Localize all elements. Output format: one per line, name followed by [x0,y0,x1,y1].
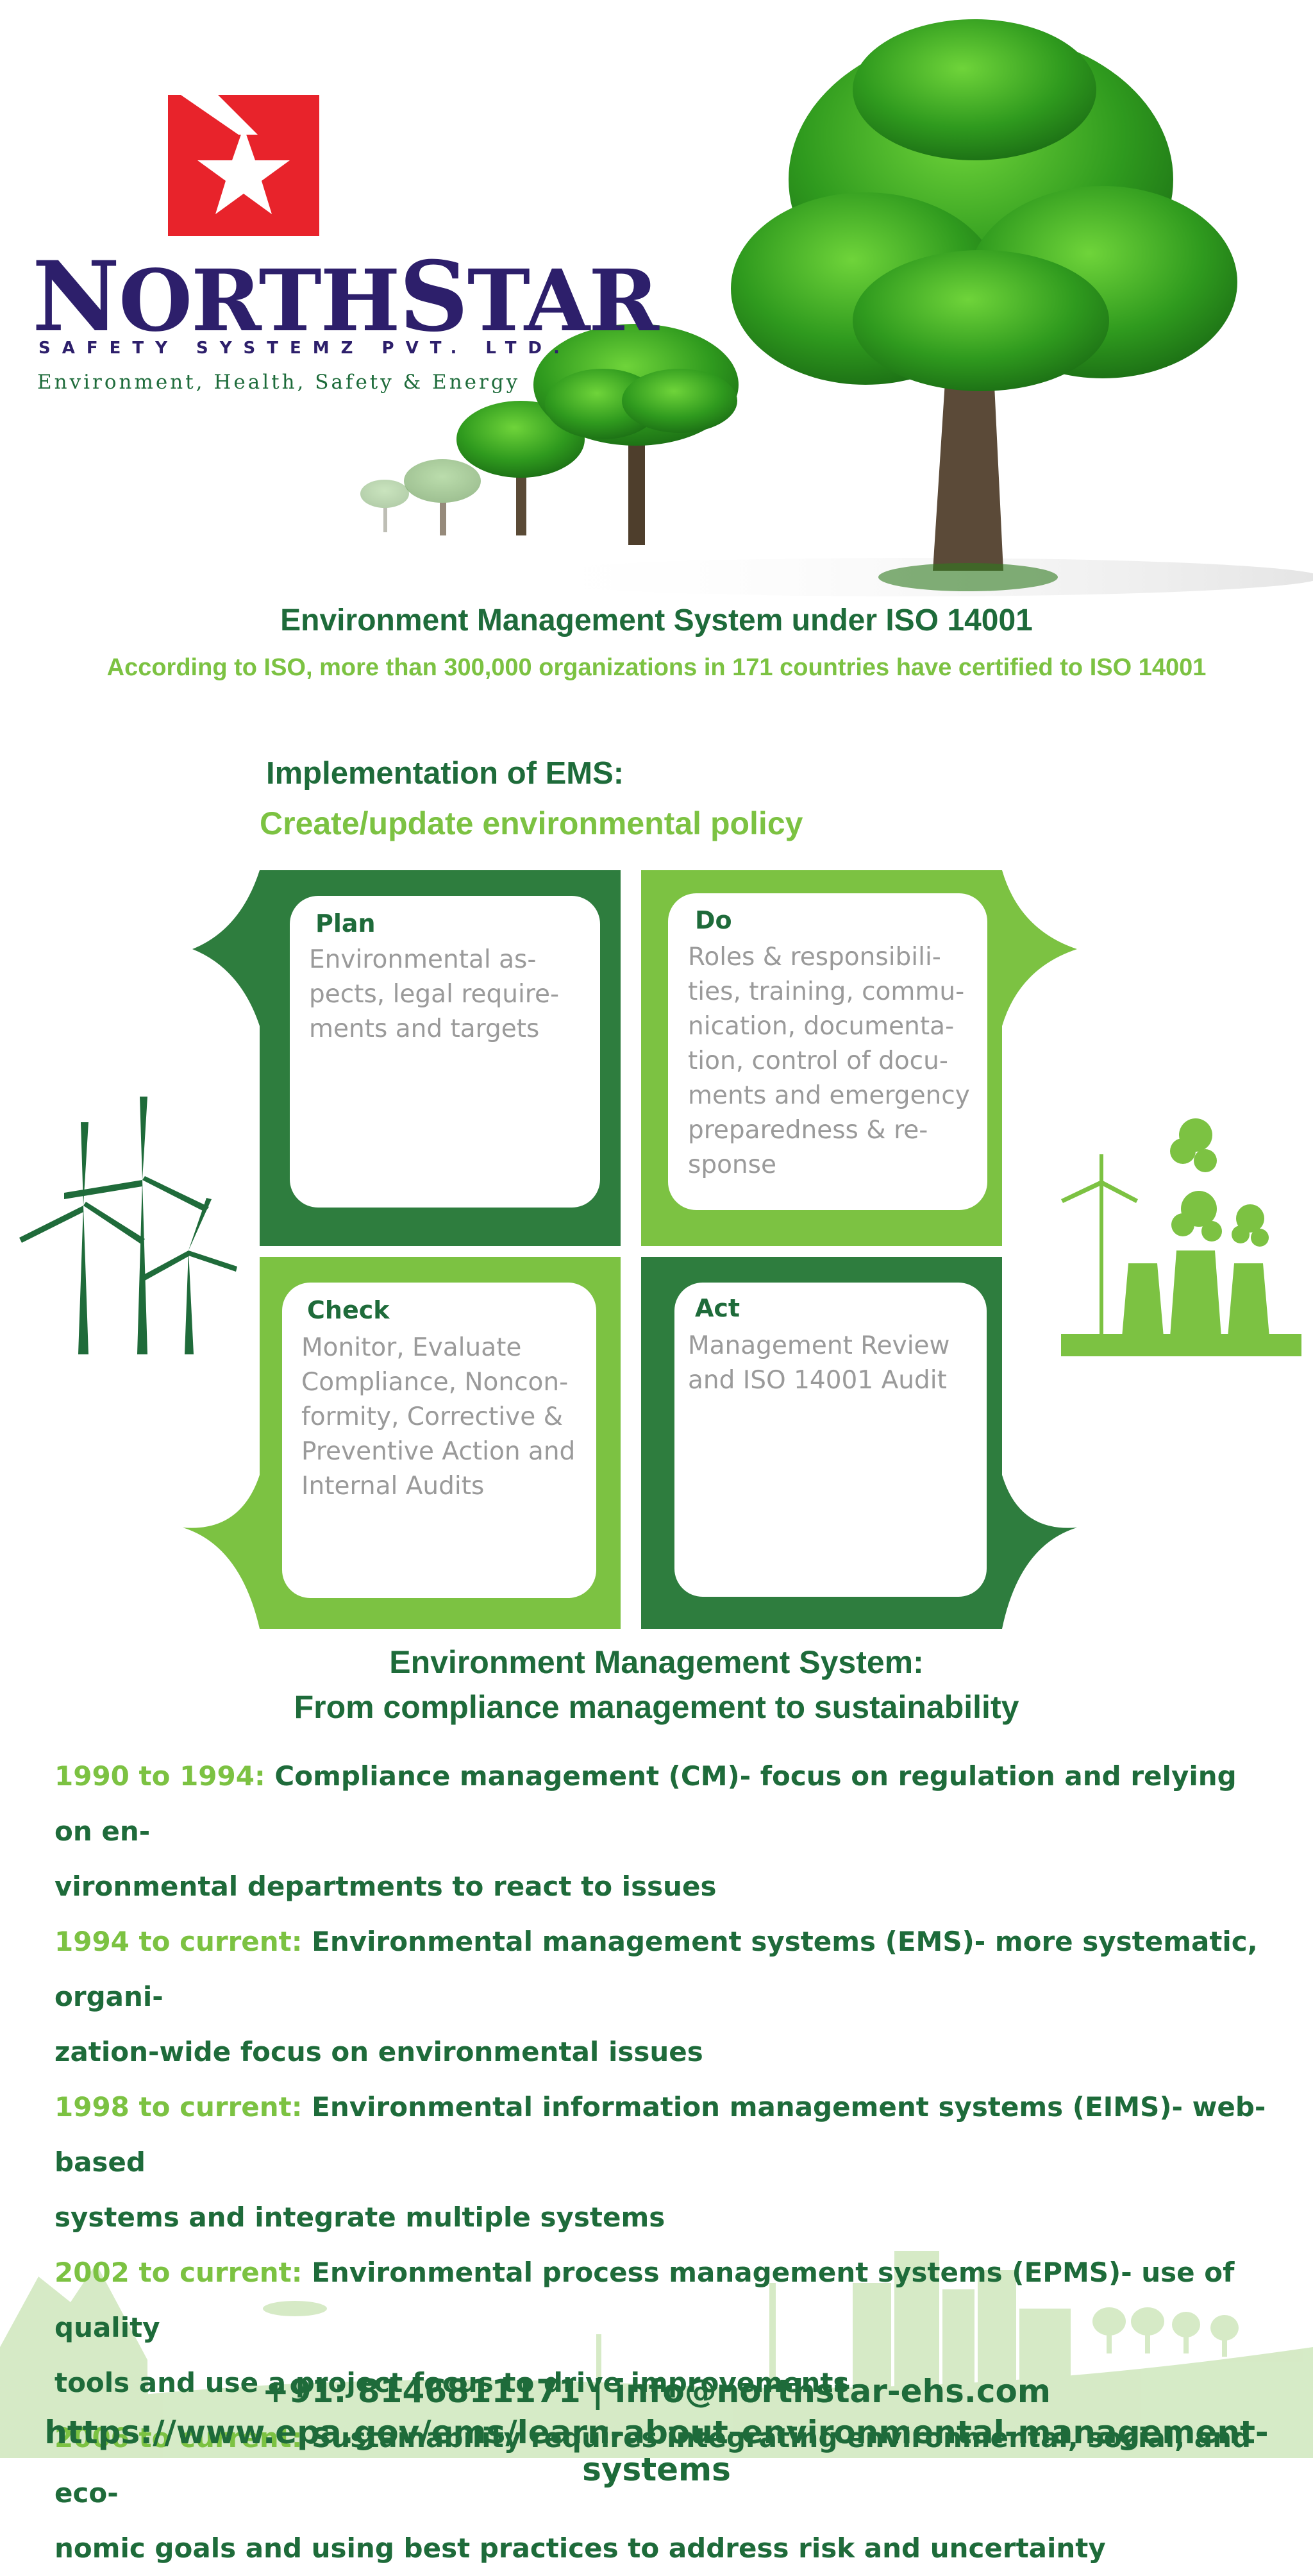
plan-card [290,896,600,1208]
logo-mark [168,95,319,236]
act-card [674,1283,987,1597]
brand-name: NORTHSTAR [32,240,659,353]
act-title: Act [695,1294,740,1322]
do-card [668,893,987,1210]
do-title: Do [695,906,732,934]
timeline-list: 1990 to 1994: Compliance management (CM)… [54,1749,1273,2576]
check-title: Check [307,1296,390,1324]
page-subtitle: According to ISO, more than 300,000 orga… [106,654,1207,681]
timeline-item: 1998 to current: Environmental informati… [54,2091,1266,2233]
implementation-step: Create/update environmental policy [260,805,803,841]
contact-info: +91: 8146811171 | info@northstar-ehs.com [262,2373,1051,2410]
page-title: Environment Management System under ISO … [280,603,1033,637]
section2-subtitle: From compliance management to sustainabi… [294,1689,1019,1725]
trees-illustration [360,19,1313,596]
landscape-illustration [0,2251,1313,2458]
brand-subtitle: SAFETY SYSTEMZ PVT. LTD. [38,339,571,358]
brand-tagline: Environment, Health, Safety & Energy [37,371,521,394]
check-card [282,1283,596,1598]
do-text: Roles & responsibili-ties, training, com… [688,943,970,1179]
factory-icon [1061,1118,1301,1356]
implementation-heading: Implementation of EMS: [266,756,624,791]
timeline-item: 1994 to current: Environmental managemen… [54,1926,1258,2067]
timeline-item: 2002 to current: Environmental process m… [54,2257,1235,2398]
source-link[interactable]: https://www.epa.gov/ems/learn-about-envi… [44,2414,1269,2488]
timeline-item: 1990 to 1994: Compliance management (CM)… [54,1760,1237,1902]
wind-turbine-icon [19,1097,237,1354]
plan-title: Plan [315,909,376,938]
section2-title: Environment Management System: [389,1644,924,1680]
plan-text: Environmental as-pects, legal require-me… [309,945,560,1043]
